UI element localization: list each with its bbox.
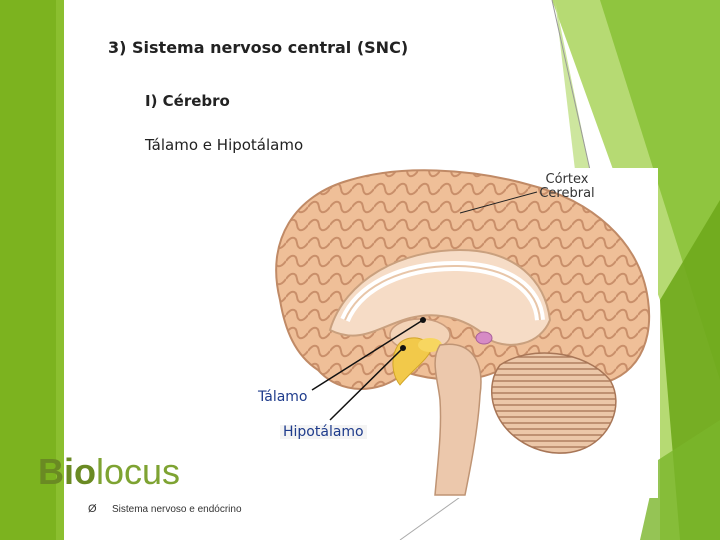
- label-hypothalamus: Hipotálamo: [280, 425, 367, 439]
- biolocus-logo: Biolocus: [38, 451, 180, 493]
- footer-bullet-text: Sistema nervoso e endócrino: [112, 504, 242, 515]
- label-cerebral-cortex-line2: Cerebral: [539, 186, 595, 201]
- label-thalamus: Tálamo: [255, 390, 311, 404]
- slide-title: 3) Sistema nervoso central (SNC): [108, 38, 409, 57]
- bullet-arrow-icon: Ø: [88, 503, 97, 515]
- left-decorative-band-inner: [0, 0, 56, 540]
- logo-part-bio: Bio: [38, 451, 96, 492]
- label-cerebral-cortex-line1: Córtex: [545, 172, 589, 187]
- footer-bullet: Ø Sistema nervoso e endócrino: [88, 503, 242, 515]
- label-cerebral-cortex: Córtex Cerebral: [537, 173, 597, 201]
- logo-part-locus: locus: [96, 451, 181, 492]
- section-heading-thalamus-hypothalamus: Tálamo e Hipotálamo: [145, 136, 304, 154]
- section-heading-brain: I) Cérebro: [145, 92, 230, 110]
